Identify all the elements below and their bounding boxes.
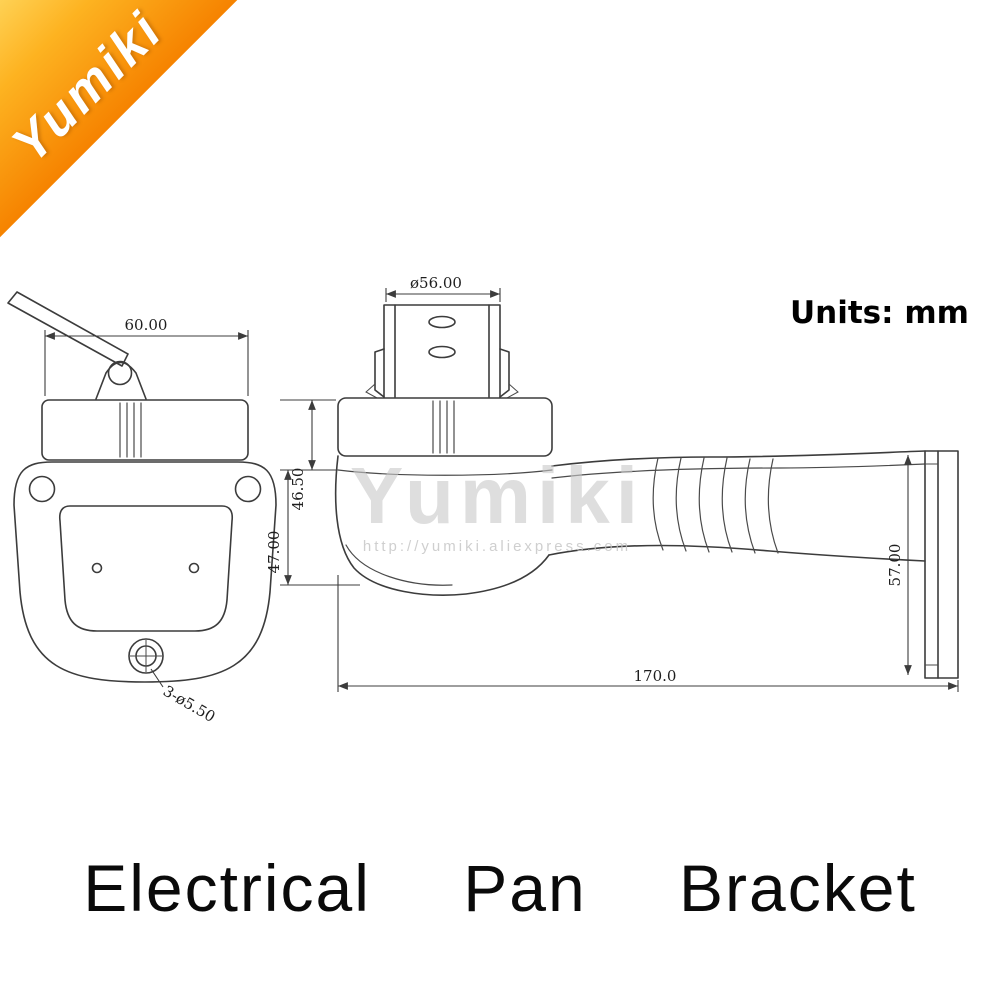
product-title: Electrical Pan Bracket [83,851,917,925]
bracket-slot-upper [428,315,456,329]
front-screw-ear-right [234,475,262,503]
front-body-outline [13,461,277,683]
neck-height-dimension: 46.50 [280,399,336,511]
front-bottom-screw [128,638,164,674]
front-width-dim-label: 60.00 [125,316,168,334]
length-dim-label: 170.0 [634,667,677,685]
front-inner-panel [58,505,234,632]
side-cap [337,397,553,457]
wall-plate [924,450,959,679]
length-dimension: 170.0 [337,575,959,692]
neck-height-dim-label: 46.50 [289,468,307,511]
watermark-brand: Yumiki [350,451,644,540]
watermark-url: http://yumiki.aliexpress.com [363,538,631,555]
hole-callout-label: 3-ø5.50 [160,682,218,726]
front-view: 60.00 [7,291,277,726]
arm-ribs [652,457,779,554]
units-label: Units: mm [790,295,969,331]
side-view: ø56.00 [265,274,959,692]
side-body [334,450,926,596]
hinge-lever [7,291,147,400]
head-height-dim-label: 47.00 [265,531,283,574]
side-cap-slots [432,400,455,454]
top-mount-bracket [365,304,519,399]
front-cap [41,399,249,461]
top-diameter-dimension: ø56.00 [385,274,501,302]
front-pin-hole-right [188,562,200,574]
front-cap-slots [119,402,142,458]
head-height-dimension: 47.00 [265,470,360,586]
front-width-dimension: 60.00 [44,316,249,396]
front-screw-ear-left [28,475,56,503]
bracket-slot-lower [428,345,456,359]
hinge-pivot [107,360,133,386]
front-pin-hole-left [91,562,103,574]
hole-callout: 3-ø5.50 [150,668,218,726]
watermark: Yumiki http://yumiki.aliexpress.com [350,451,644,555]
plate-height-dim-label: 57.00 [886,544,904,587]
plate-height-dimension: 57.00 [886,455,912,675]
top-diameter-dim-label: ø56.00 [410,274,462,292]
